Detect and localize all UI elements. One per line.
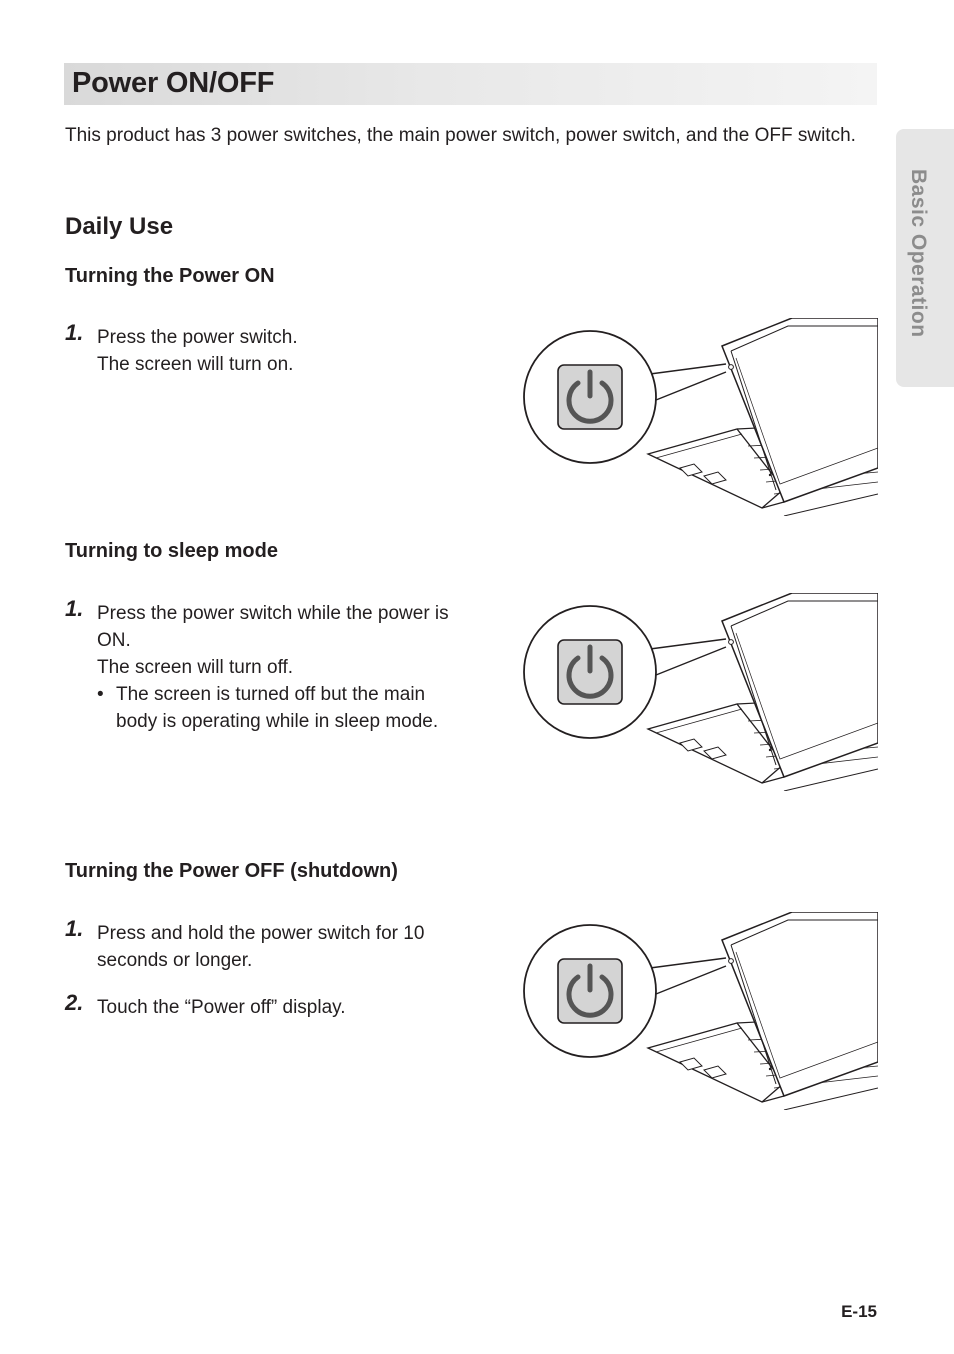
device-power-switch-drawing: [523, 317, 879, 517]
step-line: Press the power switch while the power i…: [97, 603, 449, 651]
step-line: The screen will turn on.: [97, 354, 294, 375]
step-line: Touch the “Power off” display.: [97, 997, 346, 1018]
bullet-dot: •: [97, 684, 104, 705]
power-icon: [566, 655, 614, 699]
side-tab-label: Basic Operation: [907, 169, 930, 338]
intro-text: This product has 3 power switches, the m…: [65, 125, 856, 146]
step-number: 1.: [65, 320, 84, 345]
power-off-heading: Turning the Power OFF (shutdown): [65, 860, 398, 882]
side-tab: Basic Operation: [896, 129, 954, 387]
page-title: Power ON/OFF: [72, 67, 275, 99]
device-power-switch-drawing: [523, 592, 879, 792]
page-number: E-15: [841, 1302, 877, 1321]
power-switch-illustration: [522, 317, 879, 517]
power-icon: [566, 380, 614, 424]
power-icon: [566, 974, 614, 1018]
note-text: The screen is turned off but the main bo…: [116, 684, 439, 732]
sleep-heading: Turning to sleep mode: [65, 540, 278, 562]
step-line: The screen will turn off.: [97, 657, 294, 678]
step-line: Press the power switch.: [97, 327, 298, 348]
step-number: 2.: [65, 990, 84, 1015]
power-on-heading: Turning the Power ON: [65, 265, 275, 287]
note-bullet: • The screen is turned off but the main …: [97, 681, 467, 735]
daily-use-heading: Daily Use: [65, 213, 174, 240]
power-switch-illustration: [522, 592, 879, 792]
step-line: Press and hold the power switch for 10 s…: [97, 923, 425, 971]
step-number: 1.: [65, 916, 84, 941]
title-bar: Power ON/OFF: [64, 63, 877, 105]
power-switch-illustration: [522, 911, 879, 1111]
device-power-switch-drawing: [523, 911, 879, 1111]
step-number: 1.: [65, 596, 84, 621]
